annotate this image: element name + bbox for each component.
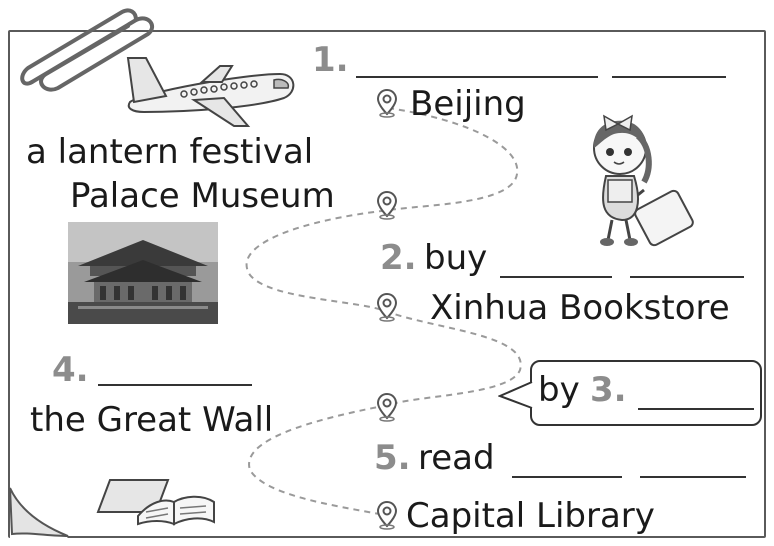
map-pin-icon: [376, 292, 398, 322]
item-3-bubble: [530, 360, 762, 426]
item-4-number: 4.: [52, 350, 89, 390]
item-1-blank-b[interactable]: [612, 76, 726, 78]
palace-photo: [68, 222, 218, 324]
place-great-wall: the Great Wall: [30, 400, 274, 440]
item-3-number: 3.: [590, 370, 627, 410]
place-lantern-festival: a lantern festival: [26, 132, 314, 172]
item-2-blank-b[interactable]: [630, 276, 744, 278]
place-palace-museum: Palace Museum: [70, 176, 335, 216]
item-2-blank-a[interactable]: [500, 276, 612, 278]
item-3-label: by: [538, 370, 580, 410]
item-5-blank-a[interactable]: [512, 476, 622, 478]
item-3-blank[interactable]: [638, 408, 754, 410]
bubble-tail: [498, 381, 534, 409]
item-5-blank-b[interactable]: [640, 476, 746, 478]
item-2-number: 2.: [380, 238, 417, 278]
paperclip-icon: [20, 8, 155, 92]
airplane-icon: [126, 57, 295, 127]
item-4-blank[interactable]: [98, 384, 252, 386]
item-2-label: buy: [424, 238, 488, 278]
place-beijing: Beijing: [410, 84, 526, 124]
item-5-label: read: [418, 438, 495, 478]
map-pin-icon: [376, 392, 398, 422]
girl-with-suitcase-icon: [593, 114, 694, 247]
place-capital-library: Capital Library: [406, 496, 655, 536]
item-1-blank-a[interactable]: [356, 76, 598, 78]
item-5-number: 5.: [374, 438, 411, 478]
map-pin-icon: [376, 190, 398, 220]
map-pin-icon: [376, 500, 398, 530]
item-1-number: 1.: [312, 40, 349, 80]
page-curl: [9, 486, 69, 538]
map-pin-icon: [376, 88, 398, 118]
open-book-icon: [96, 479, 215, 526]
place-xinhua-bookstore: Xinhua Bookstore: [430, 288, 730, 328]
